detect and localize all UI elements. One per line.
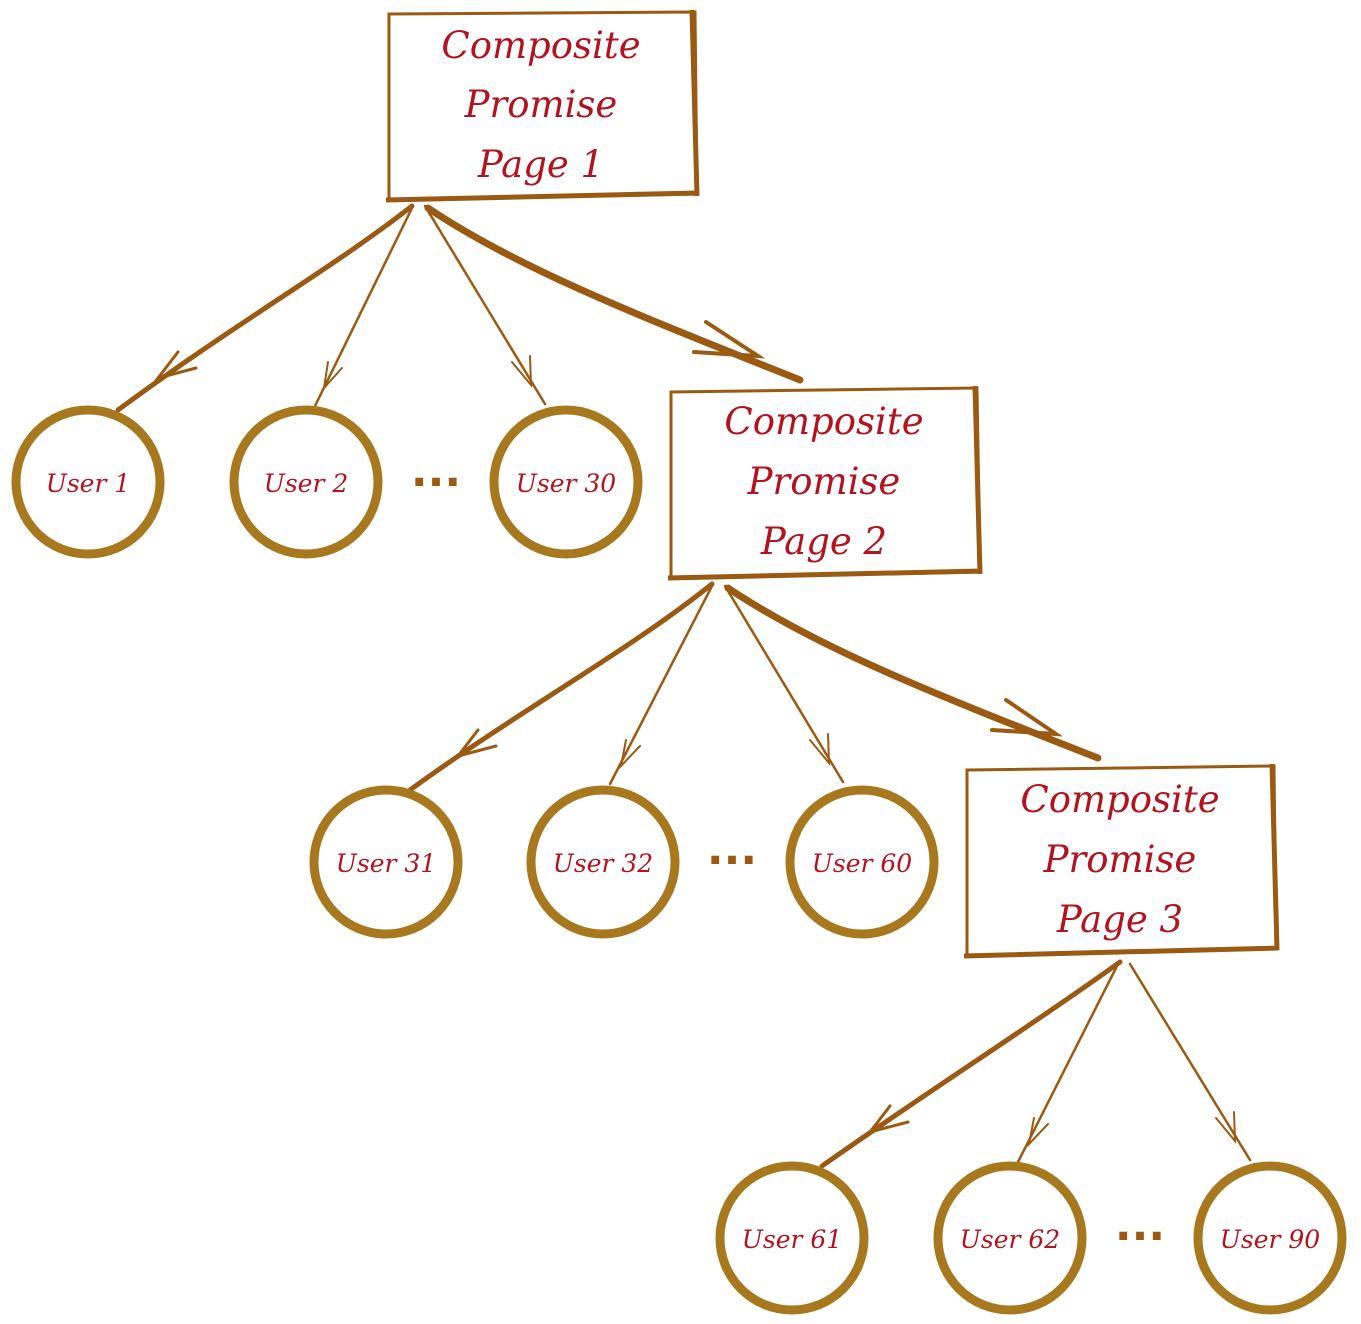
user-label: User 90 — [1220, 1225, 1320, 1254]
user-node: User 90 — [1193, 1161, 1347, 1315]
user-label: User 1 — [46, 469, 131, 498]
edge-page2-user31 — [407, 581, 715, 793]
user-node: User 62 — [933, 1161, 1087, 1315]
arrowhead-page2-user32 — [619, 739, 641, 770]
edge-page2-user60 — [723, 584, 845, 784]
edge-page1-user2 — [313, 206, 414, 408]
box-3-line-2: Promise — [1043, 838, 1197, 881]
arrowhead-page1-page2 — [692, 320, 766, 359]
user-node: User 61 — [715, 1161, 869, 1315]
user-node: User 30 — [489, 405, 643, 559]
arrowhead-page1-user2 — [322, 361, 343, 392]
user-node: User 31 — [309, 785, 463, 939]
composite-promise-box-1: Composite Promise Page 1 — [385, 9, 700, 203]
arrowhead-page2-user60 — [809, 733, 831, 766]
box-3-line-1: Composite — [1020, 778, 1219, 821]
arrowhead-page3-user61 — [866, 1104, 910, 1135]
edge-page3-user61 — [819, 959, 1123, 1169]
arrowhead-page2-page3 — [990, 698, 1064, 737]
edge-page3-user62 — [1016, 962, 1120, 1164]
ellipsis: ... — [1115, 1200, 1165, 1251]
composite-promise-box-2: Composite Promise Page 2 — [667, 385, 983, 581]
ellipsis: ... — [411, 446, 461, 497]
page-2-group: Composite Promise Page 2 User 31 User 32… — [309, 385, 1102, 939]
user-label: User 62 — [960, 1225, 1060, 1254]
box-2-line-3: Page 2 — [760, 520, 887, 563]
edge-page1-user1 — [115, 203, 415, 413]
user-node: User 2 — [229, 405, 383, 559]
box-1-line-3: Page 1 — [477, 143, 604, 186]
edge-page1-user30 — [423, 204, 547, 406]
box-1-line-2: Promise — [464, 83, 618, 126]
page-3-group: Composite Promise Page 3 User 61 User 62… — [715, 763, 1347, 1315]
user-label: User 61 — [742, 1225, 842, 1254]
edge-page3-user90 — [1128, 962, 1252, 1162]
box-2-line-1: Composite — [724, 400, 923, 443]
user-node: User 60 — [785, 785, 939, 939]
page-1-group: Composite Promise Page 1 User 1 User 2 .… — [11, 9, 804, 559]
arrowhead-page1-user1 — [154, 350, 198, 381]
user-label: User 30 — [516, 469, 616, 498]
user-label: User 31 — [336, 849, 436, 878]
page-3-edges — [819, 959, 1252, 1169]
user-label: User 2 — [264, 469, 349, 498]
user-node: User 32 — [526, 785, 680, 939]
composite-promise-box-3: Composite Promise Page 3 — [963, 763, 1280, 959]
page-2-edges — [407, 581, 1102, 793]
arrowhead-page1-user30 — [511, 355, 533, 388]
box-2-line-2: Promise — [747, 460, 901, 503]
box-3-line-3: Page 3 — [1056, 898, 1183, 941]
edge-page2-user32 — [608, 584, 714, 786]
box-1-line-1: Composite — [441, 24, 640, 67]
page-1-edges — [115, 203, 804, 413]
user-label: User 32 — [553, 849, 653, 878]
user-node: User 1 — [11, 405, 165, 559]
arrowhead-page3-user90 — [1215, 1111, 1237, 1144]
arrowhead-page2-user31 — [454, 728, 498, 759]
user-label: User 60 — [812, 849, 912, 878]
ellipsis: ... — [707, 824, 757, 875]
arrowhead-page3-user62 — [1027, 1117, 1049, 1148]
